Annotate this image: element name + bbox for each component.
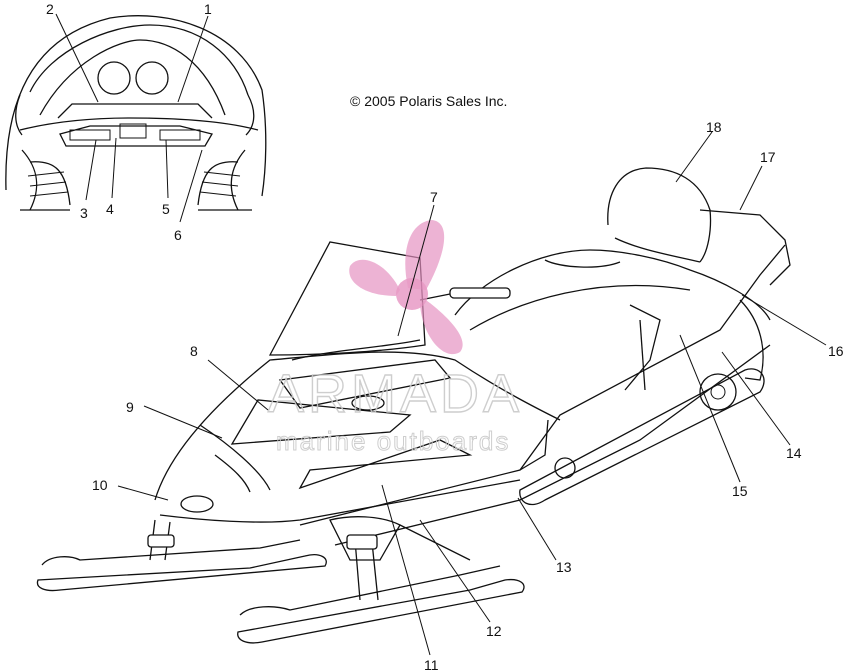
watermark: ARMADA marine outboards (267, 220, 523, 457)
callout-7: 7 (430, 189, 438, 205)
callout-14: 14 (786, 445, 802, 461)
callout-labels: 1 2 3 4 5 6 7 8 9 10 11 12 13 14 15 16 1… (46, 1, 844, 672)
inset-dashboard-view (5, 15, 267, 211)
callout-1: 1 (204, 1, 212, 17)
callout-2: 2 (46, 1, 54, 17)
callout-15: 15 (732, 483, 748, 499)
callout-10: 10 (92, 477, 108, 493)
callout-6: 6 (174, 227, 182, 243)
watermark-tagline: marine outboards (276, 426, 510, 456)
callout-17: 17 (760, 149, 776, 165)
propeller-logo-icon (349, 220, 463, 355)
callout-16: 16 (828, 343, 844, 359)
copyright-text: © 2005 Polaris Sales Inc. (350, 93, 508, 109)
propeller-hub (396, 278, 428, 310)
callout-5: 5 (162, 201, 170, 217)
callout-18: 18 (706, 119, 722, 135)
propeller-blade-left (349, 259, 400, 296)
callout-11: 11 (424, 657, 439, 672)
callout-4: 4 (106, 201, 114, 217)
watermark-brand: ARMADA (268, 364, 523, 424)
callout-13: 13 (556, 559, 572, 575)
callout-9: 9 (126, 399, 134, 415)
snowmobile-drawing (36, 167, 791, 644)
leader-lines (55, 13, 827, 656)
callout-8: 8 (190, 343, 198, 359)
propeller-blade-right (420, 300, 463, 355)
callout-12: 12 (486, 623, 502, 639)
callout-3: 3 (80, 205, 88, 221)
